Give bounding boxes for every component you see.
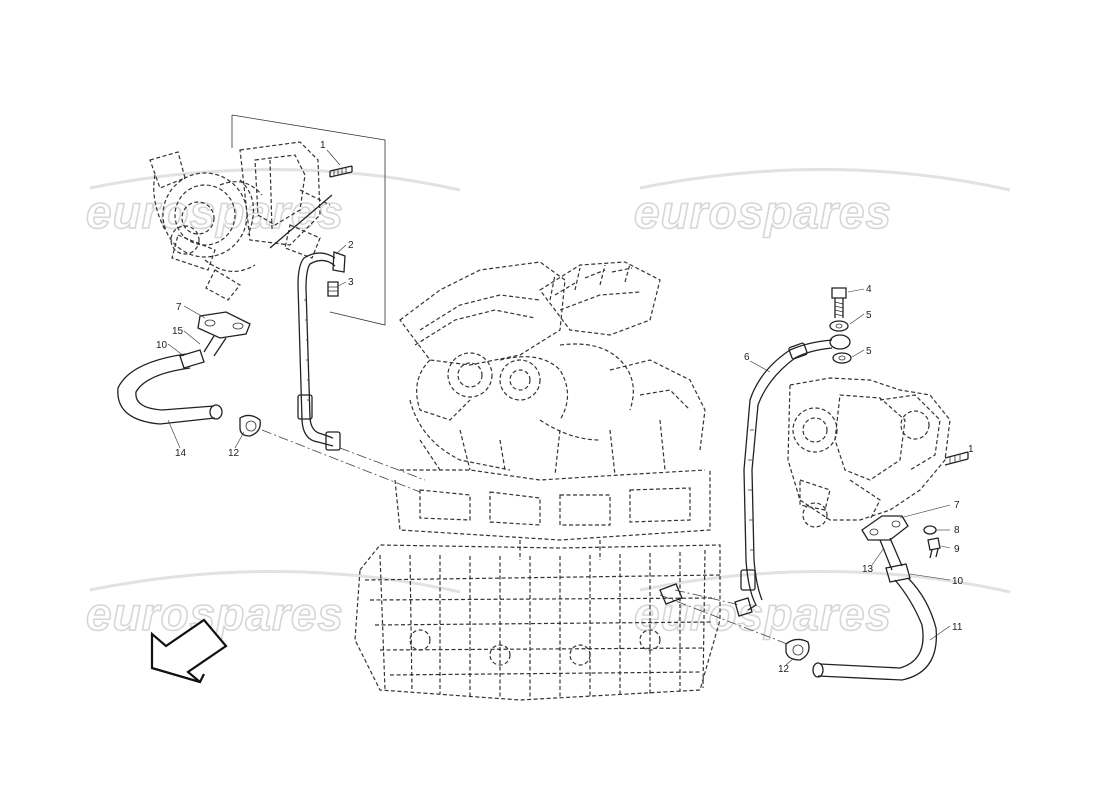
callout-7-left: 7 [176, 302, 182, 313]
callout-1-left: 1 [320, 140, 326, 151]
callout-14-left: 14 [175, 448, 187, 459]
right-oil-feed-pipe [734, 287, 852, 617]
left-oil-feed-pipe [297, 251, 346, 451]
callout-10-left: 10 [156, 340, 168, 351]
watermark-bottom-left: eurospares [86, 588, 344, 640]
callout-5-right-upper: 5 [866, 310, 872, 321]
callout-10-right: 10 [952, 576, 964, 587]
callout-8-right: 8 [954, 525, 960, 536]
callout-13-right: 13 [862, 564, 874, 575]
assembly-leader-lines [261, 429, 791, 646]
callout-5-right-lower: 5 [866, 346, 872, 357]
engine-block [354, 261, 721, 701]
left-turbocharger [149, 114, 386, 326]
front-direction-arrow [150, 618, 228, 684]
callout-2-left: 2 [348, 240, 354, 251]
callout-labels: 1 2 3 7 15 10 14 12 4 5 5 6 7 8 9 13 10 … [156, 140, 974, 675]
callout-3-left: 3 [348, 277, 354, 288]
callout-7-right: 7 [954, 500, 960, 511]
callout-12-left: 12 [228, 448, 240, 459]
callout-4-right: 4 [866, 284, 872, 295]
watermark-top-right: eurospares [634, 186, 892, 238]
callout-15-left: 15 [172, 326, 184, 337]
callout-leaders [167, 149, 951, 666]
callout-9-right: 9 [954, 544, 960, 555]
right-turbocharger [787, 377, 969, 528]
left-oil-return-hose [117, 311, 261, 437]
callout-6-right: 6 [744, 352, 750, 363]
callout-11-right: 11 [952, 622, 963, 633]
watermark-bottom-right: eurospares [634, 588, 892, 640]
callout-12-right: 12 [778, 664, 790, 675]
watermark-layer: eurospares eurospares eurospares eurospa… [85, 168, 1011, 641]
callout-1-right: 1 [968, 444, 974, 455]
watermark-top-left: eurospares [86, 186, 344, 238]
